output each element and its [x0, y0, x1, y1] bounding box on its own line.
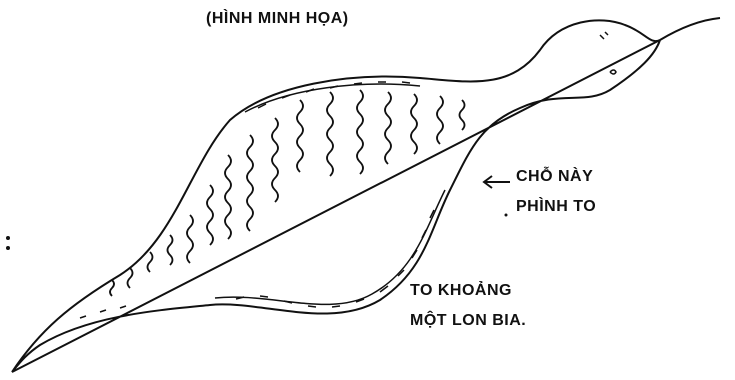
size-annotation: TO KHOẢNG MỘT LON BIA. [410, 276, 526, 336]
decorative-dot [505, 214, 508, 217]
size-annotation-line-2: MỘT LON BIA. [410, 306, 526, 336]
illustration-caption: (HÌNH MINH HỌA) [206, 10, 349, 28]
bulge-annotation-line-2: PHÌNH TO [516, 192, 596, 222]
size-annotation-line-1: TO KHOẢNG [410, 276, 526, 306]
arrow-left-icon [484, 176, 510, 188]
left-edge-mark [6, 236, 10, 250]
body-wavy-lines [110, 90, 465, 296]
bulge-annotation-line-1: CHỖ NÀY [516, 162, 596, 192]
snake-body-outline [12, 18, 720, 372]
edge-hatching [80, 82, 434, 318]
bulge-annotation: CHỖ NÀY PHÌNH TO [516, 162, 596, 222]
